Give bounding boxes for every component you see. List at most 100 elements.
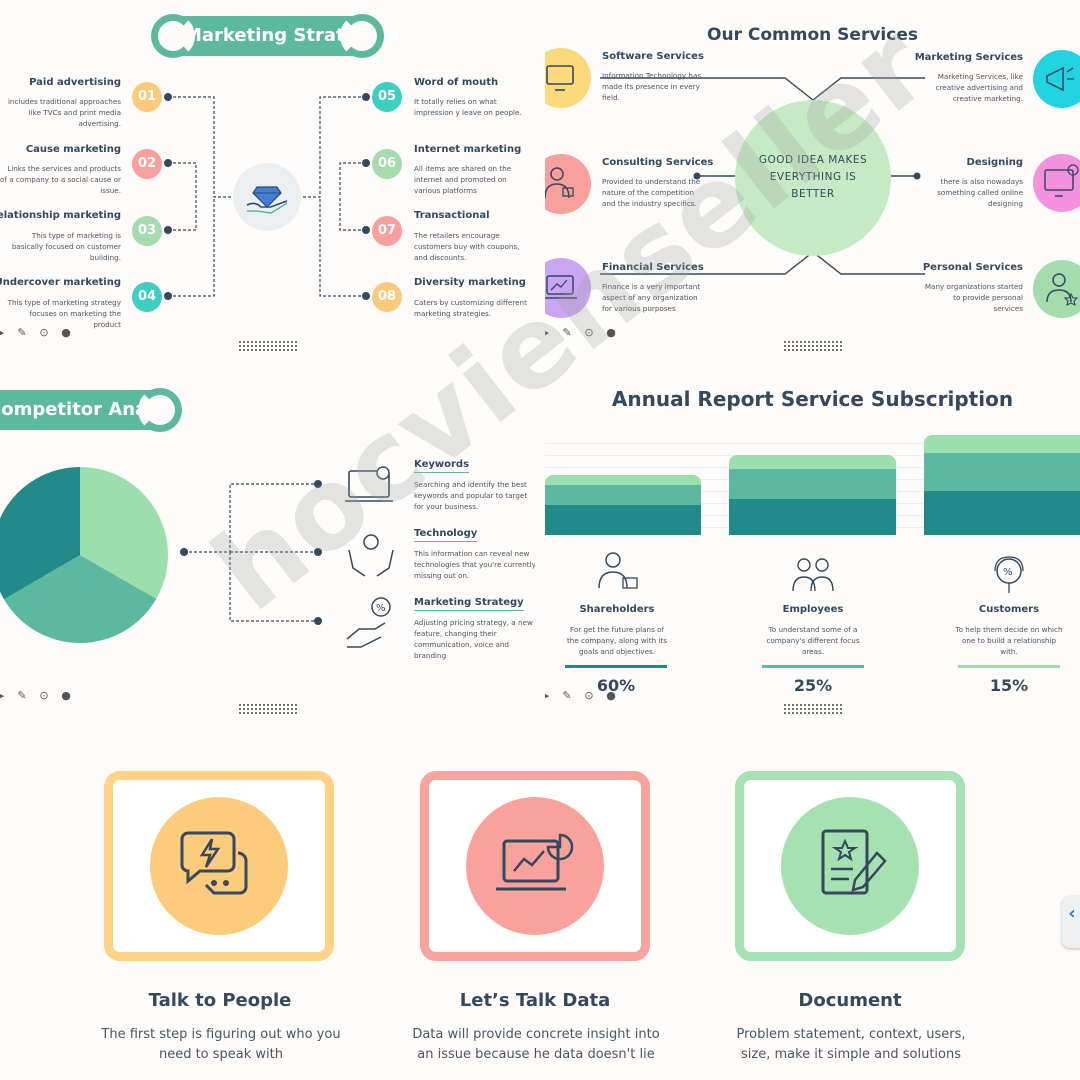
marketing-connectors xyxy=(168,96,366,297)
pencil-icon[interactable]: ✎ xyxy=(562,326,572,339)
pie-slice-1 xyxy=(80,467,168,599)
person-star-icon xyxy=(1046,273,1079,307)
decorative-dot-grid xyxy=(783,703,843,715)
service-title: Designing xyxy=(966,157,1023,168)
zoom-icon[interactable]: ⊙ xyxy=(39,326,49,339)
side-tab[interactable]: ‹ xyxy=(1062,896,1080,948)
play-icon[interactable]: ▶ xyxy=(0,690,6,702)
service-body: there is also nowadays something called … xyxy=(937,177,1023,209)
zoom-icon[interactable]: ⊙ xyxy=(584,326,594,339)
annual-title: Annual Report Service Subscription xyxy=(611,387,1014,411)
card-frame xyxy=(104,771,334,961)
competitor-analysis-slide: Competitor Analysis Keywords Searching a… xyxy=(0,365,535,720)
shareholder-icon xyxy=(598,552,638,589)
item-body: All items are shared on the internet and… xyxy=(414,164,512,196)
service-body: Finance is a very important aspect of an… xyxy=(602,282,701,314)
segment-body: For get the future plans of the company,… xyxy=(566,625,668,657)
computer-icon xyxy=(546,65,574,91)
play-icon[interactable]: ▶ xyxy=(545,690,551,702)
segment-body: To help them decide on which one to buil… xyxy=(955,625,1063,657)
annual-bar-1 xyxy=(545,475,701,535)
slide-toolbar: ▶ ✎ ⊙ ● xyxy=(0,327,72,339)
slide-toolbar: ▶ ✎ ⊙ ● xyxy=(545,327,617,339)
item-title: Paid advertising xyxy=(29,77,121,88)
common-services-slide: Our Common Services GOOD IDEA MAKES EVER… xyxy=(545,0,1080,355)
service-body: Information Technology has made its pres… xyxy=(602,71,702,103)
segment-title: Employees xyxy=(782,604,844,615)
play-icon[interactable]: ▶ xyxy=(0,327,6,339)
service-title: Marketing Services xyxy=(914,52,1023,63)
number-badge: 03 xyxy=(132,216,162,246)
play-icon[interactable]: ▶ xyxy=(545,327,551,339)
item-body: The retailers encourage customers buy wi… xyxy=(414,231,520,263)
competitor-item-body: Adjusting pricing strategy, a new featur… xyxy=(414,618,533,661)
design-monitor-icon xyxy=(1044,164,1079,197)
ribbon-cap-right xyxy=(340,14,384,58)
marketing-center-circle xyxy=(233,163,301,231)
card-icon-circle xyxy=(150,797,288,935)
marketing-strategies-slide: Marketing Strategies Paid advertising in… xyxy=(0,0,535,355)
item-title: Transactional xyxy=(414,210,490,221)
hand-percent-icon: % xyxy=(346,597,391,648)
segment-bar xyxy=(958,665,1060,668)
chat-bolt-icon xyxy=(180,831,248,895)
slide-toolbar: ▶ ✎ ⊙ ● xyxy=(545,690,617,702)
connector-dot xyxy=(164,159,172,167)
item-body: Caters by customizing different marketin… xyxy=(414,298,527,319)
segment-body: To understand some of a company's differ… xyxy=(766,625,860,657)
service-title: Consulting Services xyxy=(602,157,714,168)
item-body: includes traditional approaches like TVC… xyxy=(7,97,121,129)
services-center-text: GOOD IDEA MAKES EVERYTHING IS BETTER xyxy=(758,154,868,200)
item-body: This type of marketing is basically focu… xyxy=(11,231,121,263)
segment-title: Customers xyxy=(978,604,1040,615)
zoom-icon[interactable]: ⊙ xyxy=(584,689,594,702)
pencil-icon[interactable]: ✎ xyxy=(17,689,27,702)
document-pen-icon xyxy=(821,829,887,895)
competitor-item-body: This information can reveal new technolo… xyxy=(414,549,535,581)
card-frame xyxy=(735,771,965,961)
svg-text:%: % xyxy=(376,603,386,614)
competitor-item-title: Technology xyxy=(414,528,478,542)
item-title: Relationship marketing xyxy=(0,210,121,221)
zoom-icon[interactable]: ⊙ xyxy=(39,689,49,702)
number-badge: 01 xyxy=(132,82,162,112)
decorative-dot-grid xyxy=(238,703,298,715)
decorative-dot-grid xyxy=(238,340,298,352)
item-title: Cause marketing xyxy=(25,144,121,155)
pencil-icon[interactable]: ✎ xyxy=(562,689,572,702)
services-center-circle: GOOD IDEA MAKES EVERYTHING IS BETTER xyxy=(735,100,891,256)
item-title: Diversity marketing xyxy=(414,277,526,288)
connector-dot xyxy=(362,159,370,167)
card-frame xyxy=(420,771,650,961)
annual-bar-2 xyxy=(729,455,896,535)
laptop-gear-icon xyxy=(345,466,393,502)
connector-dot xyxy=(362,292,370,300)
number-badge: 06 xyxy=(372,149,402,179)
segment-title: Shareholders xyxy=(579,604,655,615)
hands-gear-icon xyxy=(348,534,394,577)
service-icon-circle-software xyxy=(545,48,591,108)
more-icon[interactable]: ● xyxy=(61,689,71,702)
more-icon[interactable]: ● xyxy=(606,326,616,339)
chevron-left-icon: ‹ xyxy=(1068,903,1076,924)
finance-laptop-icon xyxy=(545,275,577,299)
svg-text:%: % xyxy=(1003,567,1013,578)
competitor-item-title: Marketing Strategy xyxy=(414,597,524,611)
card-body: The first step is figuring out who you n… xyxy=(101,1027,341,1062)
card-title: Talk to People xyxy=(148,990,292,1011)
service-icon-circle-personal xyxy=(1033,260,1080,318)
megaphone-icon xyxy=(1046,66,1074,92)
item-body: It totally relies on what impression y l… xyxy=(414,97,522,118)
service-body: Many organizations started to provide pe… xyxy=(924,282,1023,314)
competitor-pie xyxy=(0,467,168,643)
service-body: Marketing Services, like creative advert… xyxy=(935,72,1023,104)
pie-slice-2 xyxy=(3,555,157,643)
pie-slice-3 xyxy=(0,467,80,600)
more-icon[interactable]: ● xyxy=(606,689,616,702)
competitor-item-title: Keywords xyxy=(414,459,470,473)
annual-report-slide: Annual Report Service Subscription Share… xyxy=(545,365,1080,720)
more-icon[interactable]: ● xyxy=(61,326,71,339)
data-laptop-icon xyxy=(496,833,574,891)
pencil-icon[interactable]: ✎ xyxy=(17,326,27,339)
service-body: Provided to understand the nature of the… xyxy=(602,177,701,209)
